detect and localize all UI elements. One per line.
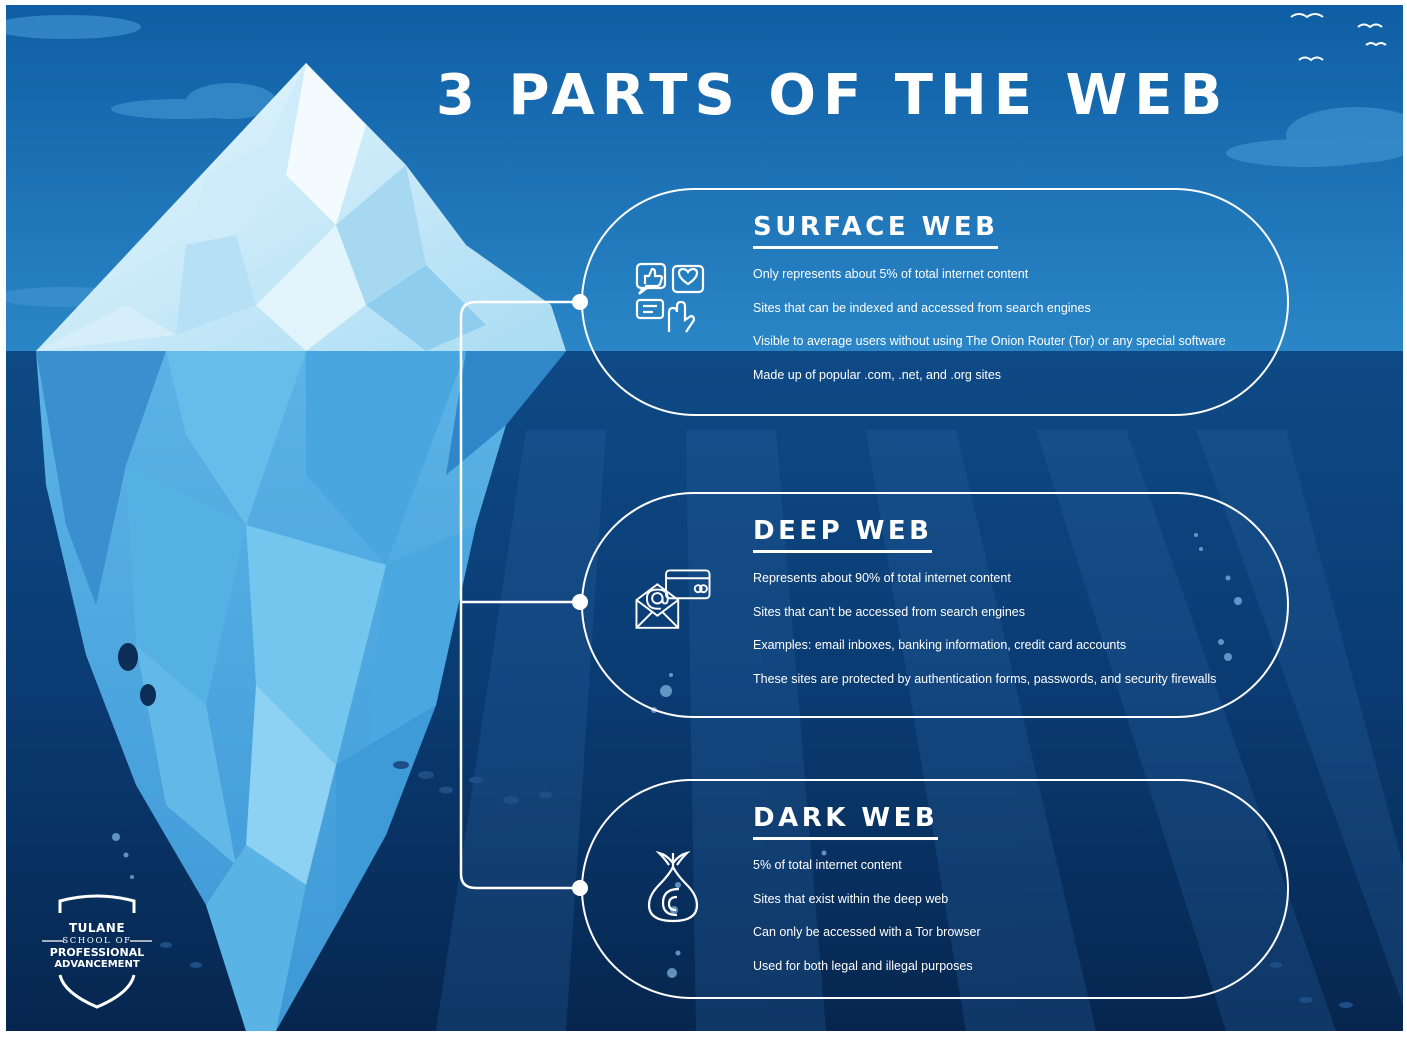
section-heading: DARK WEB <box>753 803 939 840</box>
list-item: Examples: email inboxes, banking informa… <box>753 638 1127 653</box>
logo-text: SCHOOL OF <box>62 936 132 946</box>
list-item: Made up of popular .com, .net, and .org … <box>753 367 1002 382</box>
list-item: These sites are protected by authenticat… <box>753 671 1217 686</box>
list-item: Used for both legal and illegal purposes <box>753 958 973 973</box>
infographic: 3 PARTS OF THE WEB SURFACE WEB Only repr… <box>6 5 1403 1031</box>
section-points: Represents about 90% of total internet c… <box>753 570 1216 704</box>
shield-icon <box>42 894 152 1009</box>
birds <box>1290 13 1387 62</box>
dark-web-panel: DARK WEB 5% of total internet content Si… <box>581 779 1289 999</box>
page-title: 3 PARTS OF THE WEB <box>436 63 1230 128</box>
logo-text: PROFESSIONAL <box>49 946 145 959</box>
section-points: Only represents about 5% of total intern… <box>753 266 1226 400</box>
section-heading: DEEP WEB <box>753 516 933 553</box>
tor-onion-icon <box>647 850 699 923</box>
section-heading: SURFACE WEB <box>753 212 999 249</box>
list-item: Sites that can be indexed and accessed f… <box>753 300 1091 315</box>
logo-text: ADVANCEMENT <box>54 959 140 970</box>
list-item: Can only be accessed with a Tor browser <box>753 925 981 940</box>
list-item: Visible to average users without using T… <box>753 334 1226 349</box>
tulane-logo: TULANE SCHOOL OF PROFESSIONAL ADVANCEMEN… <box>34 893 160 1011</box>
section-points: 5% of total internet content Sites that … <box>753 857 981 991</box>
list-item: Represents about 90% of total internet c… <box>753 571 1011 585</box>
email-and-card-icon <box>635 569 711 629</box>
social-feedback-icon <box>635 262 705 333</box>
logo-text: TULANE <box>68 921 126 935</box>
squid <box>118 643 156 706</box>
list-item: Sites that exist within the deep web <box>753 891 949 906</box>
deep-web-panel: DEEP WEB Represents about 90% of total i… <box>581 492 1289 718</box>
list-item: Only represents about 5% of total intern… <box>753 267 1029 281</box>
list-item: Sites that can't be accessed from search… <box>753 604 1025 619</box>
surface-web-panel: SURFACE WEB Only represents about 5% of … <box>581 188 1289 416</box>
iceberg-above-water <box>36 63 566 351</box>
list-item: 5% of total internet content <box>753 858 902 872</box>
